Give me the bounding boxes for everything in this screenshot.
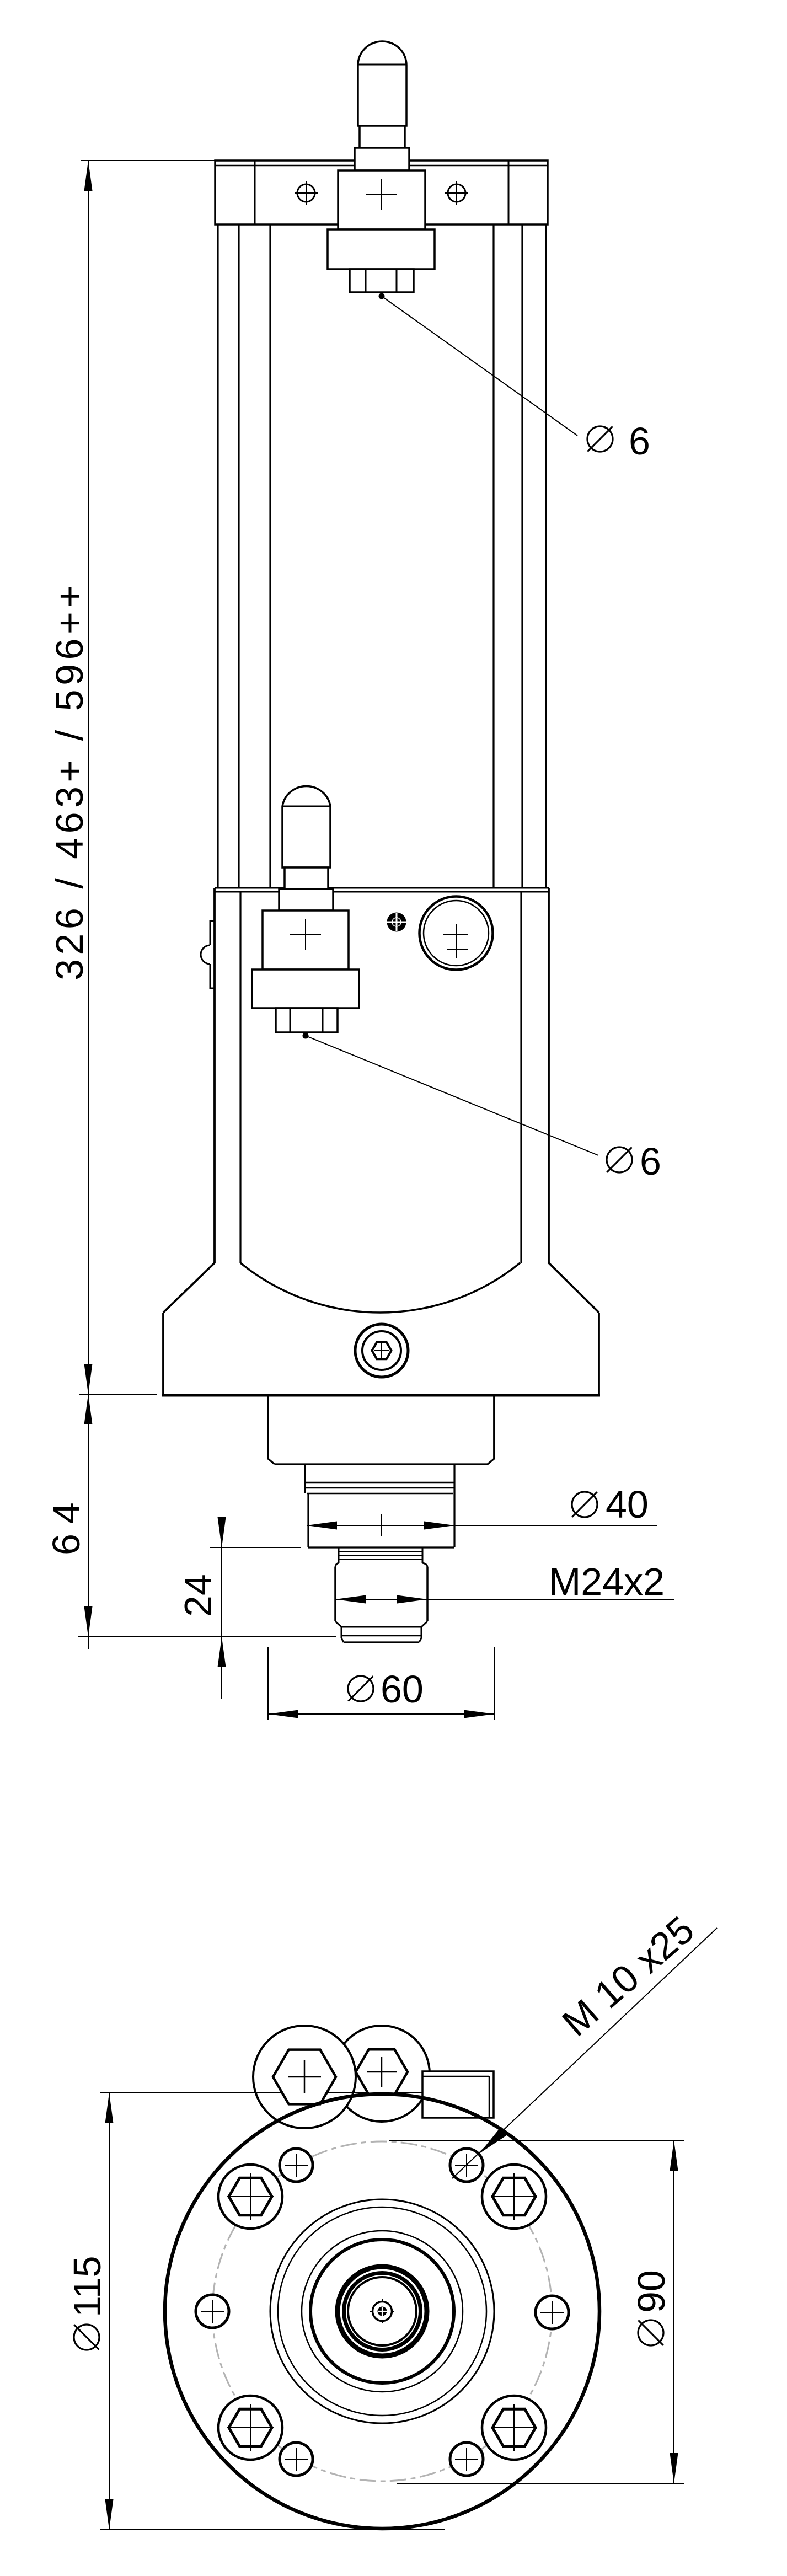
svg-text:6: 6 [640, 1140, 661, 1183]
svg-text:64: 64 [45, 1492, 88, 1555]
svg-text:6: 6 [629, 420, 650, 463]
svg-text:40: 40 [606, 1483, 649, 1526]
svg-text:90: 90 [630, 2270, 673, 2313]
svg-text:60: 60 [381, 1668, 424, 1711]
svg-text:115: 115 [66, 2256, 109, 2317]
svg-text:M24x2: M24x2 [549, 1560, 665, 1603]
svg-text:24: 24 [176, 1574, 219, 1617]
svg-text:326 / 463+ / 596++: 326 / 463+ / 596++ [48, 581, 91, 981]
